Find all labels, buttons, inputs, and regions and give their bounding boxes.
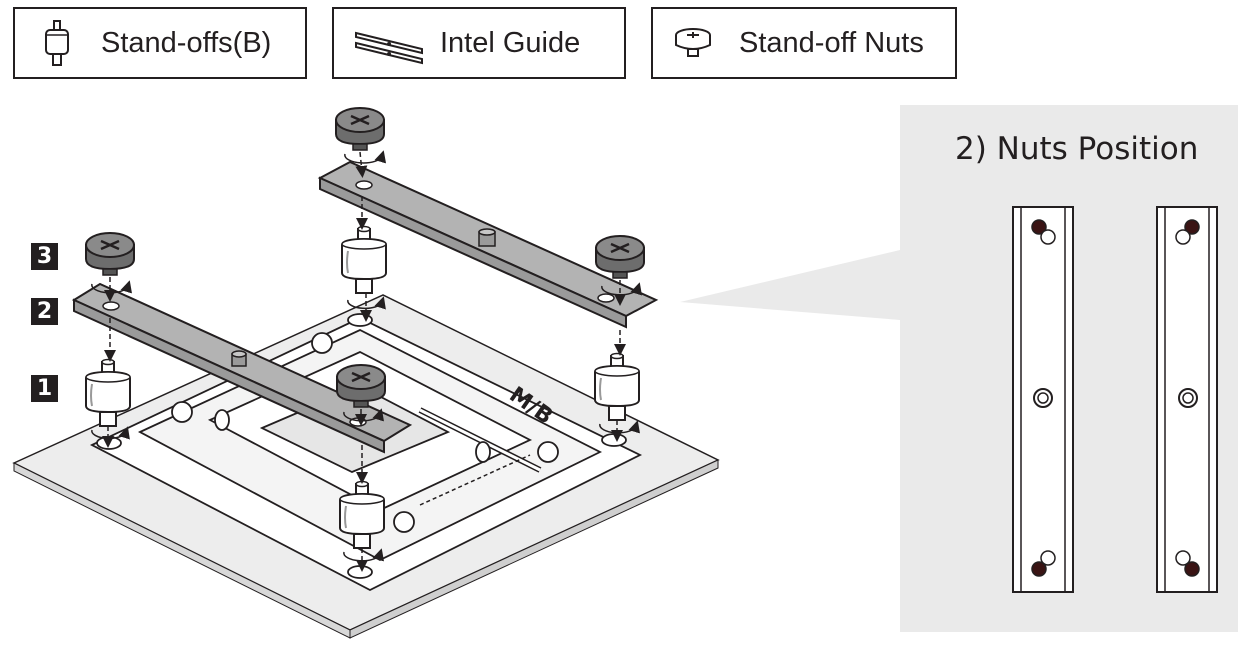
rotation-arrows [91, 150, 642, 562]
intel-guide-bar-front [71, 282, 413, 454]
nut-front-left [84, 231, 136, 277]
step-2-marker: 2 [31, 298, 58, 325]
callout-pointer [680, 250, 900, 320]
part-label-intel-guide: Intel Guide [440, 26, 581, 59]
standoff-back-top [341, 225, 387, 294]
part-box-standoff-nuts: Stand-off Nuts [651, 7, 957, 79]
part-box-standoffs: Stand-offs(B) [13, 7, 307, 79]
nut-back-right [594, 234, 646, 280]
standoff-icon [45, 20, 69, 66]
nut-back-top [334, 106, 386, 152]
intel-guide-bar-back [317, 160, 659, 329]
step-1-marker: 1 [31, 375, 58, 402]
part-box-intel-guide: Intel Guide [332, 7, 626, 79]
part-label-standoff-nuts: Stand-off Nuts [739, 26, 924, 59]
standoff-nut-icon [675, 28, 711, 57]
part-label-standoffs: Stand-offs(B) [101, 26, 272, 59]
nuts-position-rail-left [1012, 206, 1074, 593]
nuts-position-title: 2) Nuts Position [955, 131, 1199, 167]
assembly-arrows [102, 151, 626, 572]
step-3-marker: 3 [31, 243, 58, 270]
intel-guide-icon [355, 31, 423, 65]
nuts-position-rail-right [1156, 206, 1218, 593]
